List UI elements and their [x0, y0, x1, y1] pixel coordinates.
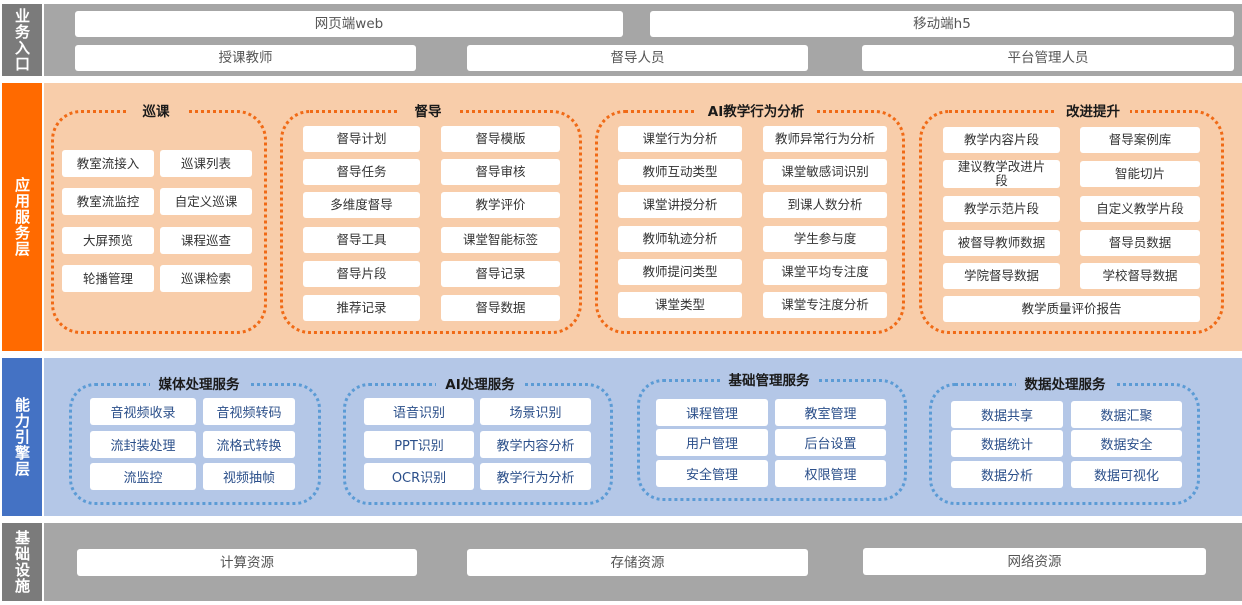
cap-item: 视频抽帧: [203, 463, 295, 490]
app-item: 督导记录: [441, 261, 560, 287]
app-item: 被督导教师数据: [943, 230, 1060, 256]
cap-item: 音视频转码: [203, 398, 295, 425]
cap-item: 数据共享: [951, 401, 1063, 428]
app-item: 轮播管理: [62, 265, 154, 292]
app-item: 课堂平均专注度: [763, 259, 887, 285]
app-item: 教学评价: [441, 192, 560, 218]
app-item: 建议教学改进片段: [943, 160, 1060, 188]
app-item: 督导数据: [441, 295, 560, 321]
app-item: 教室流接入: [62, 150, 154, 177]
cap-item: 数据分析: [951, 461, 1063, 488]
cap-item: 用户管理: [656, 429, 768, 456]
infra-network: 网络资源: [863, 548, 1206, 575]
app-item: 课堂专注度分析: [763, 292, 887, 318]
cap-item: 教学行为分析: [480, 463, 591, 490]
app-group-title: 巡课: [126, 100, 186, 120]
cap-item: 数据可视化: [1071, 461, 1182, 488]
app-item: 课堂敏感词识别: [763, 159, 887, 185]
cap-item: 数据统计: [951, 430, 1063, 457]
app-item: 智能切片: [1080, 161, 1200, 187]
entry-web: 网页端web: [75, 11, 623, 37]
app-item: 课堂讲授分析: [618, 192, 742, 218]
cap-item: 课程管理: [656, 399, 768, 426]
app-item: 督导审核: [441, 159, 560, 185]
cap-item: PPT识别: [364, 431, 474, 458]
app-item: 巡课检索: [160, 265, 252, 292]
entry-teacher: 授课教师: [75, 45, 416, 71]
cap-item: OCR识别: [364, 463, 474, 490]
app-item: 多维度督导: [303, 192, 420, 218]
app-item: 教师提问类型: [618, 259, 742, 285]
app-item: 学校督导数据: [1080, 263, 1200, 289]
entry-h5: 移动端h5: [650, 11, 1234, 37]
app-item: 教室流监控: [62, 188, 154, 215]
cap-item: 教室管理: [775, 399, 886, 426]
app-item: 督导模版: [441, 126, 560, 152]
app-item: 巡课列表: [160, 150, 252, 177]
app-group-title: AI教学行为分析: [697, 100, 815, 120]
cap-item: 数据安全: [1071, 430, 1182, 457]
app-item: 教学示范片段: [943, 196, 1060, 222]
app-item: 自定义教学片段: [1080, 196, 1200, 222]
cap-item: 流格式转换: [203, 431, 295, 458]
infra-compute: 计算资源: [77, 549, 417, 576]
app-item: 教学内容片段: [943, 127, 1060, 153]
app-item: 大屏预览: [62, 227, 154, 254]
cap-item: 安全管理: [656, 460, 768, 487]
app-item: 课程巡查: [160, 227, 252, 254]
app-item: 推荐记录: [303, 295, 420, 321]
entry-admin: 平台管理人员: [862, 45, 1234, 71]
layer-label-infra: 基础设施: [2, 523, 42, 601]
cap-group-title: AI处理服务: [436, 373, 524, 393]
app-item: 学生参与度: [763, 226, 887, 252]
app-item: 督导案例库: [1080, 127, 1200, 153]
cap-item: 场景识别: [480, 398, 591, 425]
cap-item: 数据汇聚: [1071, 401, 1182, 428]
app-item: 教师互动类型: [618, 159, 742, 185]
app-item: 课堂类型: [618, 292, 742, 318]
app-item: 到课人数分析: [763, 192, 887, 218]
cap-group-title: 基础管理服务: [720, 369, 818, 389]
app-item: 学院督导数据: [943, 263, 1060, 289]
app-item: 督导任务: [303, 159, 420, 185]
entry-supervisor: 督导人员: [467, 45, 808, 71]
app-item: 课堂智能标签: [441, 227, 560, 253]
infra-storage: 存储资源: [467, 549, 808, 576]
app-item: 教师轨迹分析: [618, 226, 742, 252]
cap-item: 教学内容分析: [480, 431, 591, 458]
app-item: 督导员数据: [1080, 230, 1200, 256]
app-item: 教师异常行为分析: [763, 126, 887, 152]
layer-label-capability: 能力引擎层: [2, 358, 42, 516]
cap-item: 音视频收录: [90, 398, 196, 425]
app-item-footer: 教学质量评价报告: [943, 296, 1200, 322]
app-item: 督导计划: [303, 126, 420, 152]
cap-item: 语音识别: [364, 398, 474, 425]
cap-group-title: 数据处理服务: [1016, 373, 1114, 393]
app-group-title: 改进提升: [1056, 100, 1130, 120]
app-group-patrol: [51, 110, 267, 334]
layer-label-app: 应用服务层: [2, 83, 42, 351]
app-item: 督导片段: [303, 261, 420, 287]
cap-item: 流监控: [90, 463, 196, 490]
app-item: 课堂行为分析: [618, 126, 742, 152]
cap-group-title: 媒体处理服务: [150, 373, 248, 393]
app-group-title: 督导: [398, 100, 458, 120]
layer-label-entry: 业务入口: [2, 4, 42, 76]
cap-item: 权限管理: [775, 460, 886, 487]
cap-item: 流封装处理: [90, 431, 196, 458]
app-item: 自定义巡课: [160, 188, 252, 215]
cap-item: 后台设置: [775, 429, 886, 456]
app-item: 督导工具: [303, 227, 420, 253]
